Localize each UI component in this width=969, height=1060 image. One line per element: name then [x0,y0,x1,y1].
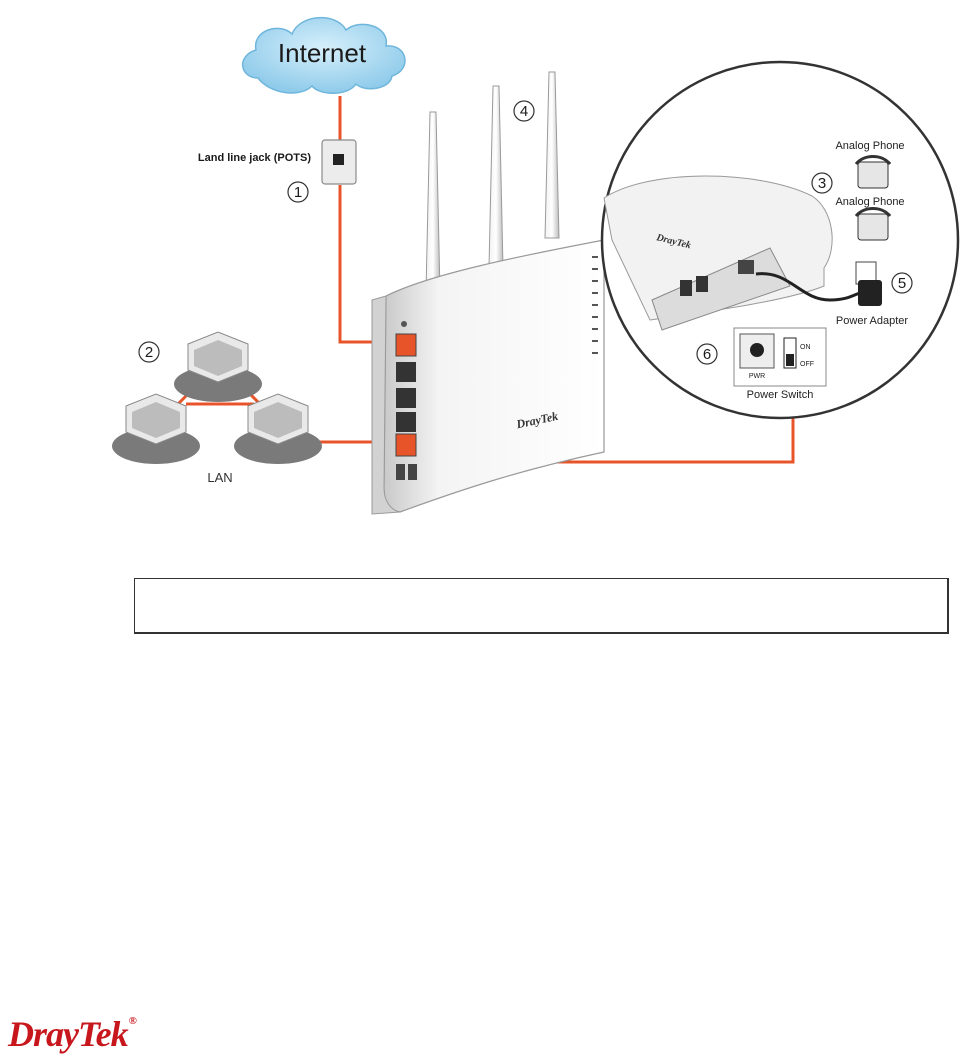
callout-2: 2 [138,341,160,363]
svg-text:3: 3 [818,175,826,192]
callout-5: 5 [891,272,913,294]
pwr-label: PWR [749,373,765,380]
analog-phone-1: Analog Phone [835,140,905,189]
callouts: 1 2 3 4 5 6 [138,100,913,365]
power-adapter: Power Adapter [836,261,908,327]
analog-phone-2: Analog Phone [835,196,905,241]
internet-cloud: Internet [242,16,406,94]
lan-computer-top [174,331,262,402]
callout-1: 1 [287,181,309,203]
svg-text:4: 4 [520,103,528,120]
jack-label: Land line jack (POTS) [198,152,311,164]
phone-label-1: Analog Phone [835,140,904,152]
on-label: ON [800,344,811,351]
cloud-label: Internet [278,38,367,68]
draytek-logo: DrayTek® [8,1014,137,1054]
callout-6: 6 [696,343,718,365]
power-adapter-label: Power Adapter [836,315,908,327]
logo-registered-mark: ® [128,1015,137,1027]
connection-diagram: Internet Land line jack (POTS) [112,16,960,515]
off-label: OFF [800,361,814,368]
lan-computer-right [234,393,322,464]
callout-3: 3 [811,172,833,194]
power-switch-label: Power Switch [747,389,814,401]
logo-text: DrayTek [8,1014,129,1054]
svg-text:5: 5 [898,275,906,292]
svg-text:2: 2 [145,344,153,361]
router: DrayTek [371,239,605,515]
magnified-rear-panel: DrayTek Power Adapter Analog Phone Analo… [600,60,960,420]
land-line-jack: Land line jack (POTS) [198,139,357,185]
callout-4: 4 [513,100,535,122]
svg-text:1: 1 [294,184,302,201]
lan-computer-left [112,393,200,464]
power-switch-panel: PWR ON OFF Power Switch [733,327,827,401]
lan-computers: LAN [112,331,322,485]
note-box [134,578,949,634]
antennas [425,71,560,293]
svg-text:6: 6 [703,346,711,363]
lan-label: LAN [207,470,232,485]
phone-label-2: Analog Phone [835,196,904,208]
